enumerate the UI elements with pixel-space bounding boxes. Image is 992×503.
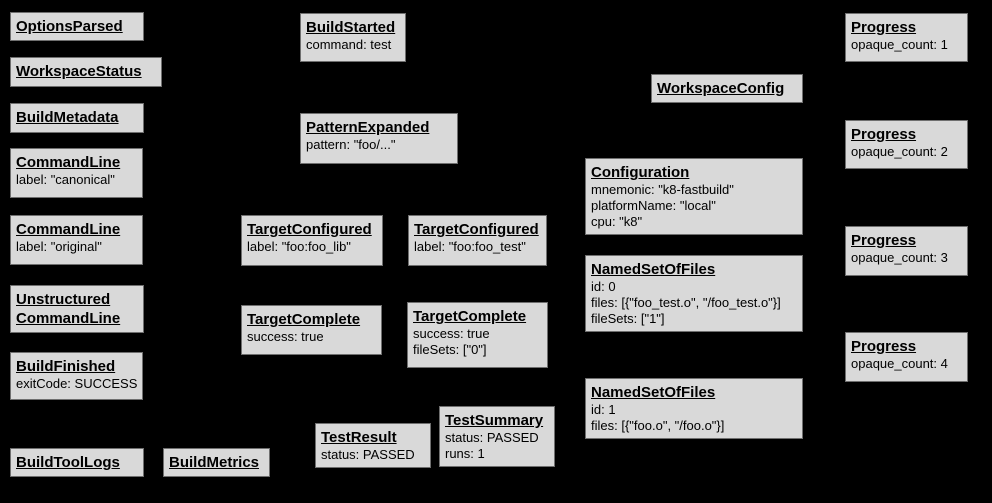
node-attribute: mnemonic: "k8-fastbuild" — [591, 182, 734, 197]
node-title: Progress — [851, 338, 917, 355]
node-attribute: label: "canonical" — [16, 172, 115, 187]
node-title: BuildFinished — [16, 358, 116, 375]
node-title: TestResult — [321, 429, 397, 446]
node-attribute: files: [{"foo.o", "/foo.o"}] — [591, 418, 725, 433]
node-attribute: exitCode: SUCCESS — [16, 376, 138, 391]
event-node-build-metadata: BuildMetadata — [10, 103, 144, 133]
node-title: Progress — [851, 126, 917, 143]
node-title: PatternExpanded — [306, 119, 430, 136]
node-attribute: platformName: "local" — [591, 198, 716, 213]
node-title: Progress — [851, 19, 917, 36]
node-title: BuildStarted — [306, 19, 396, 36]
node-title: WorkspaceStatus — [16, 63, 142, 80]
node-title: TargetComplete — [247, 311, 361, 328]
node-title: CommandLine — [16, 221, 121, 238]
node-title: TargetComplete — [413, 308, 527, 325]
event-node-build-tool-logs: BuildToolLogs — [10, 448, 144, 477]
node-attribute: status: PASSED — [321, 447, 415, 462]
event-node-options-parsed: OptionsParsed — [10, 12, 144, 41]
event-node-unstructured-command-line: Unstructured CommandLine — [10, 285, 144, 333]
event-node-workspace-status: WorkspaceStatus — [10, 57, 162, 87]
node-title: Unstructured CommandLine — [16, 291, 121, 327]
node-attribute: opaque_count: 4 — [851, 356, 948, 371]
node-title: Configuration — [591, 164, 690, 181]
node-title: BuildMetrics — [169, 454, 260, 471]
node-attribute: id: 1 — [591, 402, 616, 417]
node-title: Progress — [851, 232, 917, 249]
node-title: OptionsParsed — [16, 18, 123, 35]
node-attribute: success: true — [247, 329, 324, 344]
node-attribute: id: 0 — [591, 279, 616, 294]
node-title: NamedSetOfFiles — [591, 261, 716, 278]
node-attribute: opaque_count: 1 — [851, 37, 948, 52]
node-attribute: label: "foo:foo_lib" — [247, 239, 351, 254]
node-attribute: opaque_count: 2 — [851, 144, 948, 159]
node-title: TestSummary — [445, 412, 544, 429]
node-attribute: label: "original" — [16, 239, 102, 254]
node-attribute: opaque_count: 3 — [851, 250, 948, 265]
node-attribute: pattern: "foo/..." — [306, 137, 396, 152]
node-title: CommandLine — [16, 154, 121, 171]
node-attribute: fileSets: ["0"] — [413, 342, 487, 357]
node-title: BuildMetadata — [16, 109, 119, 126]
node-title: WorkspaceConfig — [657, 80, 785, 97]
node-title: BuildToolLogs — [16, 454, 120, 471]
node-attribute: cpu: "k8" — [591, 214, 643, 229]
node-attribute: files: [{"foo_test.o", "/foo_test.o"}] — [591, 295, 781, 310]
event-node-build-metrics: BuildMetrics — [163, 448, 270, 477]
node-title: NamedSetOfFiles — [591, 384, 716, 401]
node-attribute: success: true — [413, 326, 490, 341]
node-attribute: label: "foo:foo_test" — [414, 239, 526, 254]
node-attribute: fileSets: ["1"] — [591, 311, 665, 326]
node-attribute: runs: 1 — [445, 446, 485, 461]
node-title: TargetConfigured — [414, 221, 539, 238]
event-node-workspace-config: WorkspaceConfig — [651, 74, 803, 103]
node-attribute: command: test — [306, 37, 392, 52]
node-title: TargetConfigured — [247, 221, 372, 238]
node-attribute: status: PASSED — [445, 430, 539, 445]
